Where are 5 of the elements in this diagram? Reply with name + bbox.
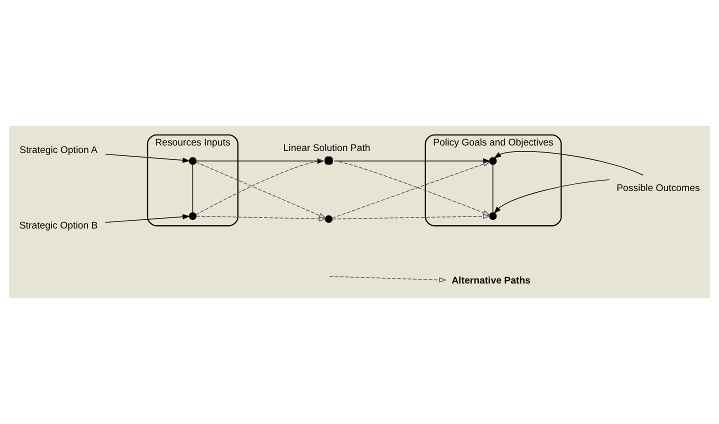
node-text: Possible Outcomes — [616, 183, 700, 194]
node-text: Strategic Option A — [20, 145, 98, 156]
legend-label: Alternative Paths — [452, 275, 530, 286]
node-label: Linear Solution Path — [283, 142, 370, 154]
node-text: Strategic Option B — [19, 220, 98, 232]
